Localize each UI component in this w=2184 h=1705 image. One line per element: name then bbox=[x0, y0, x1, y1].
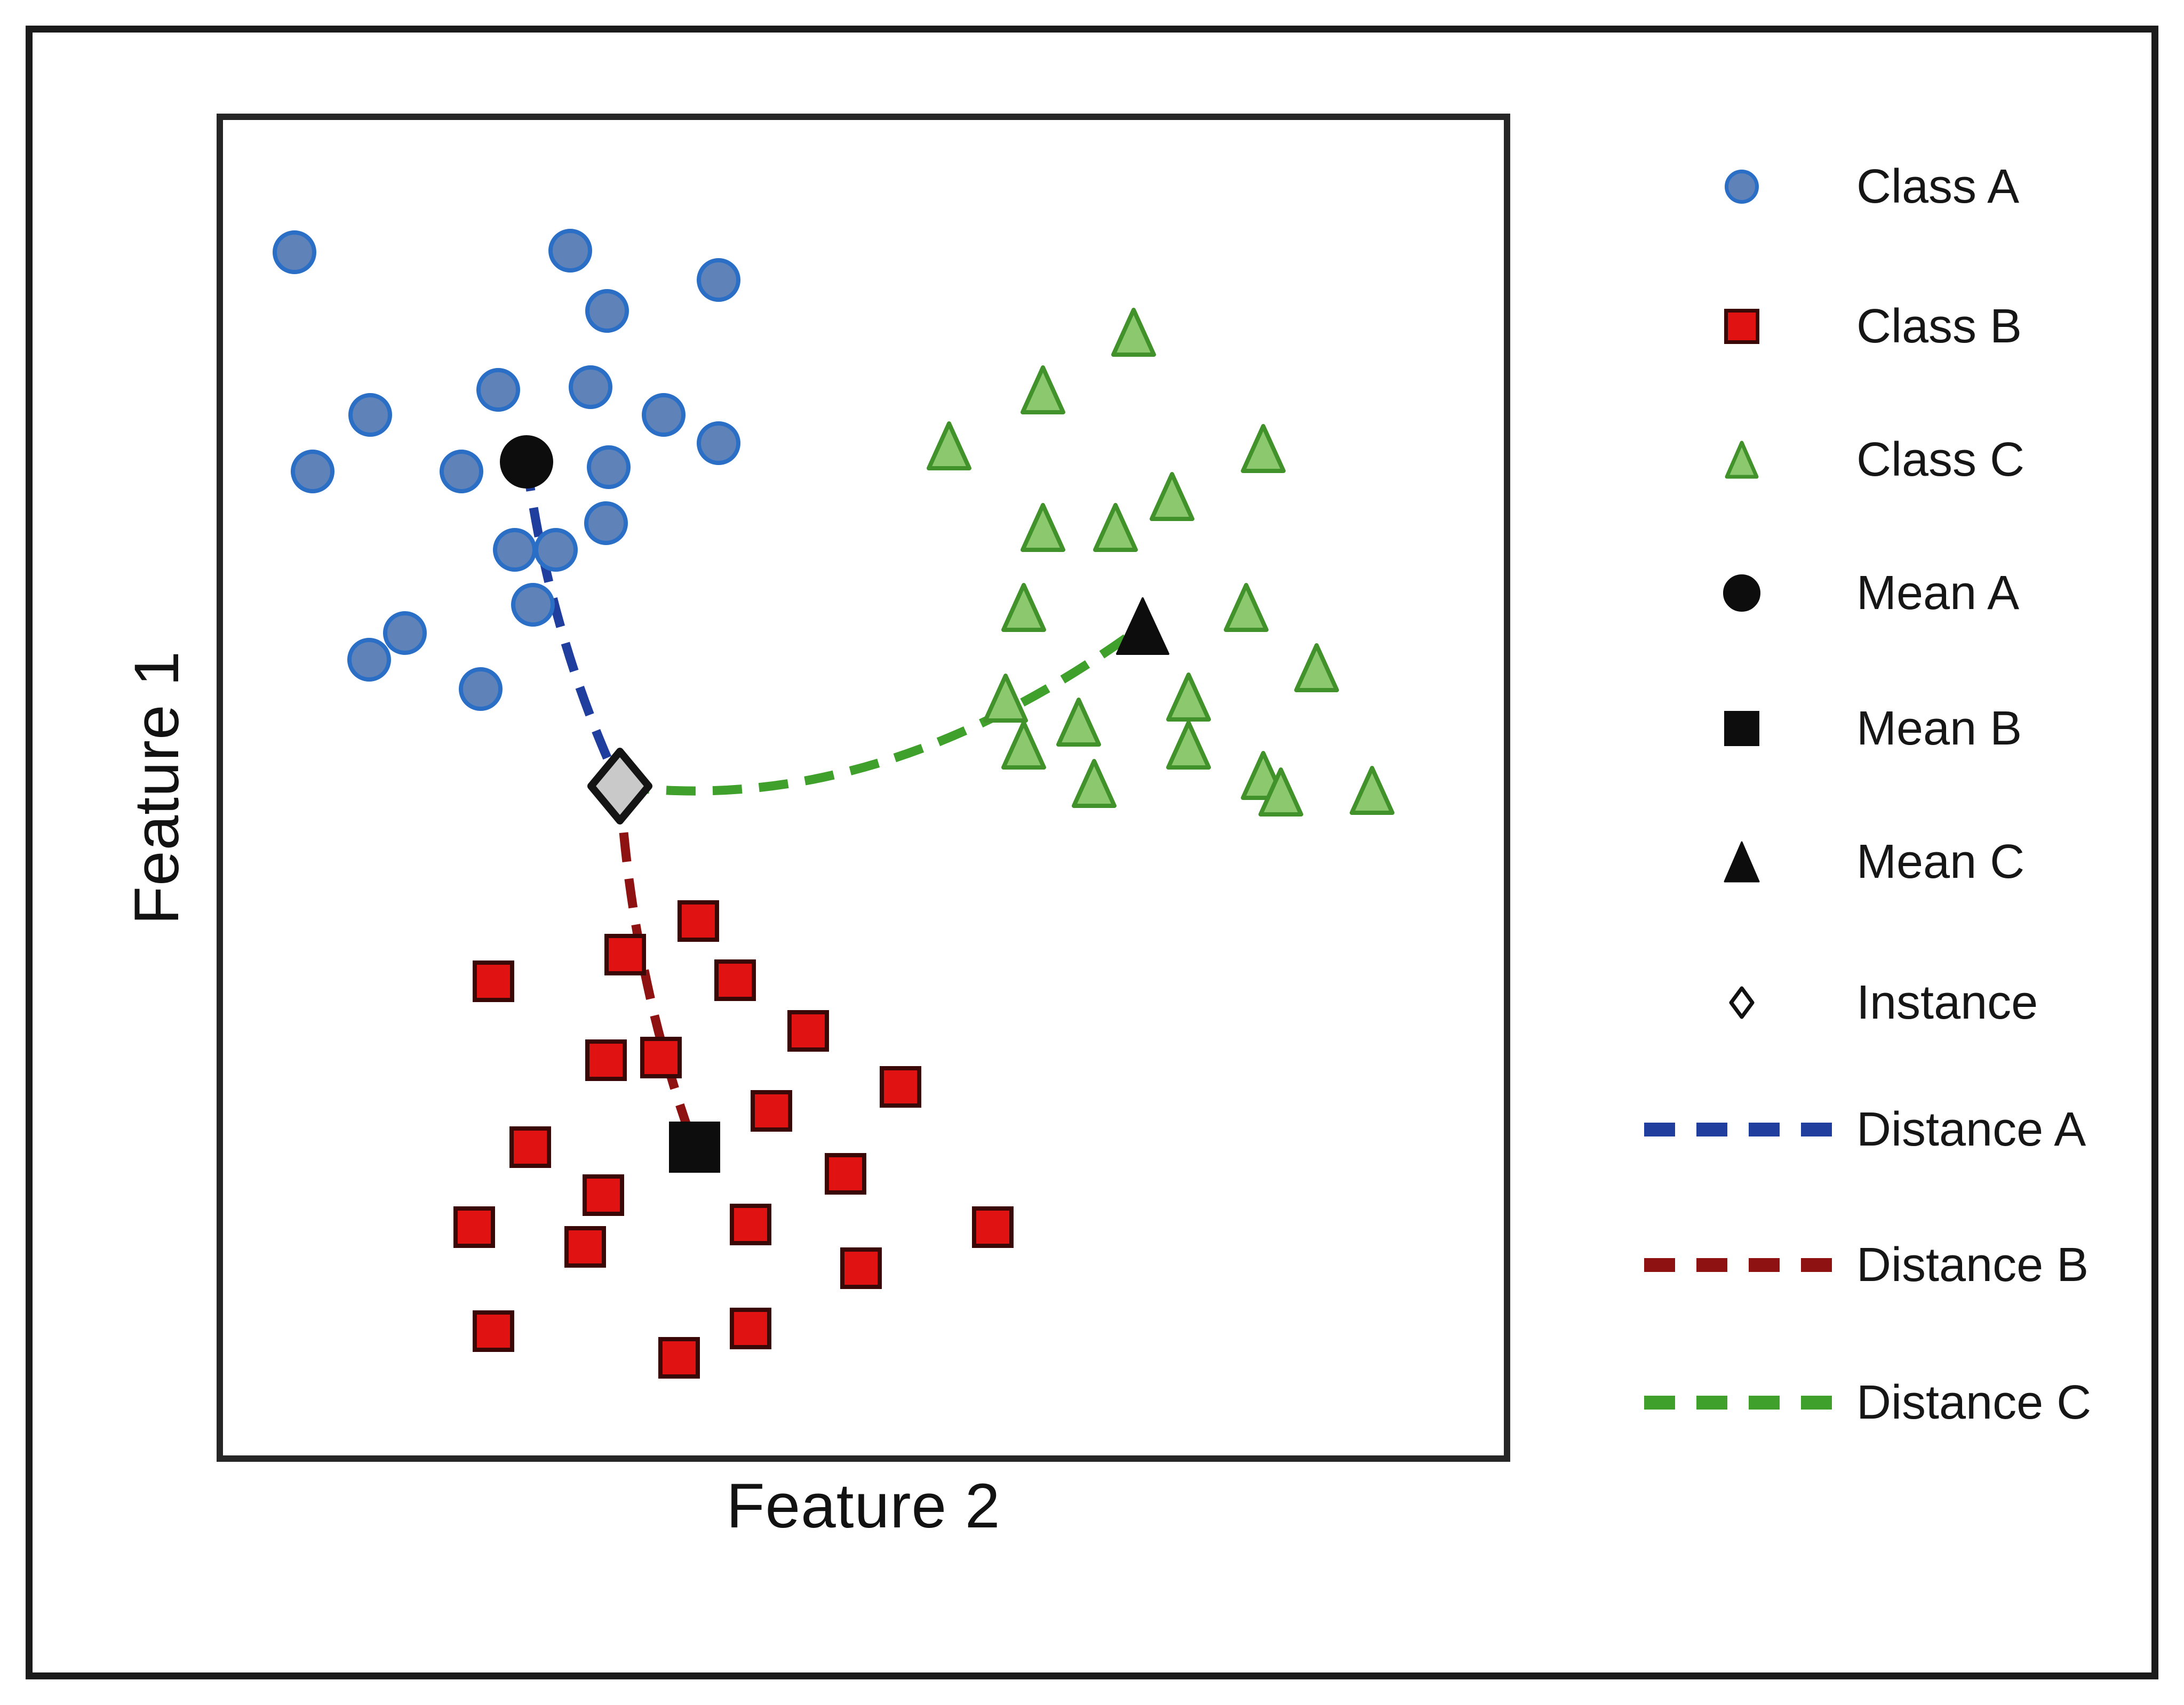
class-b-point bbox=[972, 1206, 1014, 1248]
class-b-point bbox=[640, 1036, 682, 1078]
class-a-point bbox=[273, 230, 317, 274]
class-c-point bbox=[1001, 720, 1046, 770]
mean-b-marker bbox=[668, 1121, 720, 1173]
legend-marker-class-a-icon bbox=[1641, 149, 1842, 224]
class-b-point bbox=[840, 1247, 882, 1290]
legend-marker-distance-b-icon bbox=[1641, 1228, 1842, 1302]
legend-label-distance-c: Distance C bbox=[1856, 1375, 2092, 1429]
class-a-point bbox=[586, 445, 631, 490]
class-c-point bbox=[983, 674, 1028, 723]
x-axis-label: Feature 2 bbox=[726, 1471, 1001, 1541]
mean-a-marker bbox=[500, 435, 554, 489]
class-b-point bbox=[453, 1206, 495, 1248]
legend-item-distance-b: Distance B bbox=[1641, 1228, 2169, 1302]
class-b-point bbox=[677, 900, 719, 942]
legend-marker-class-b-icon bbox=[1641, 289, 1842, 364]
class-b-point bbox=[585, 1039, 627, 1081]
class-a-point bbox=[641, 393, 686, 437]
class-a-point bbox=[697, 258, 741, 302]
legend-marker-distance-a-icon bbox=[1641, 1092, 1842, 1167]
class-b-point bbox=[509, 1126, 552, 1168]
legend-label-instance: Instance bbox=[1856, 975, 2038, 1029]
class-c-point bbox=[1056, 698, 1101, 747]
class-c-point bbox=[927, 421, 972, 470]
class-b-point bbox=[604, 934, 646, 975]
class-c-point bbox=[1224, 582, 1269, 632]
legend-marker-mean-b-icon bbox=[1641, 691, 1842, 766]
legend-label-distance-b: Distance B bbox=[1856, 1238, 2089, 1292]
y-axis-label: Feature 1 bbox=[122, 650, 192, 925]
class-c-point bbox=[1020, 365, 1065, 414]
class-a-point bbox=[493, 528, 537, 572]
class-a-point bbox=[511, 582, 555, 627]
class-b-point bbox=[787, 1010, 830, 1052]
class-b-point bbox=[880, 1066, 922, 1108]
legend-item-class-c: Class C bbox=[1641, 422, 2169, 497]
class-a-point bbox=[534, 528, 578, 572]
class-c-point bbox=[1071, 759, 1117, 809]
legend-item-mean-a: Mean A bbox=[1641, 556, 2169, 630]
legend-item-class-a: Class A bbox=[1641, 149, 2169, 224]
legend-marker-instance-icon bbox=[1641, 965, 1842, 1040]
class-b-point bbox=[658, 1337, 700, 1379]
legend-label-class-c: Class C bbox=[1856, 433, 2025, 486]
scatter-layer bbox=[223, 120, 1504, 1455]
class-a-point bbox=[382, 611, 427, 655]
legend-item-distance-c: Distance C bbox=[1641, 1365, 2169, 1440]
legend-marker-mean-c-icon bbox=[1641, 825, 1842, 899]
legend-label-mean-c: Mean C bbox=[1856, 835, 2025, 888]
class-a-point bbox=[697, 421, 741, 465]
legend-marker-mean-a-icon bbox=[1641, 556, 1842, 630]
legend-label-mean-a: Mean A bbox=[1856, 566, 2020, 620]
class-c-point bbox=[1111, 308, 1157, 357]
legend-label-class-b: Class B bbox=[1856, 299, 2022, 353]
class-b-point bbox=[472, 1310, 514, 1352]
legend-label-class-a: Class A bbox=[1856, 159, 2020, 213]
class-b-point bbox=[730, 1308, 772, 1350]
class-c-point bbox=[1150, 472, 1195, 522]
class-a-point bbox=[348, 393, 393, 437]
class-b-point bbox=[564, 1226, 607, 1268]
class-c-point bbox=[1166, 672, 1211, 722]
class-a-point bbox=[476, 367, 521, 412]
legend-label-mean-b: Mean B bbox=[1856, 701, 2022, 755]
class-a-point bbox=[291, 449, 335, 493]
class-a-point bbox=[584, 501, 628, 546]
distance-c-line bbox=[619, 622, 1145, 796]
class-b-point bbox=[750, 1090, 792, 1132]
class-c-point bbox=[1093, 502, 1138, 552]
legend-marker-class-c-icon bbox=[1641, 422, 1842, 497]
class-c-point bbox=[1166, 720, 1211, 770]
mean-c-marker bbox=[1115, 597, 1169, 655]
legend-marker-distance-c-icon bbox=[1641, 1365, 1842, 1440]
class-a-point bbox=[585, 289, 629, 333]
class-c-point bbox=[1240, 423, 1286, 473]
class-b-point bbox=[714, 959, 756, 1001]
class-c-point bbox=[1294, 643, 1340, 692]
class-b-point bbox=[824, 1152, 866, 1195]
legend-item-instance: Instance bbox=[1641, 965, 2169, 1040]
class-a-point bbox=[548, 229, 592, 273]
class-b-point bbox=[472, 960, 514, 1003]
class-a-point bbox=[347, 637, 391, 682]
class-c-point bbox=[1020, 502, 1065, 552]
legend-item-class-b: Class B bbox=[1641, 289, 2169, 364]
class-b-point bbox=[730, 1203, 772, 1245]
legend-item-distance-a: Distance A bbox=[1641, 1092, 2169, 1167]
instance-marker bbox=[587, 748, 653, 825]
legend-item-mean-b: Mean B bbox=[1641, 691, 2169, 766]
legend: Class A Class B Class C Mean A Mean B Mean C I… bbox=[1641, 0, 2169, 1705]
class-c-point bbox=[1001, 582, 1046, 632]
class-c-point bbox=[1349, 766, 1394, 815]
figure-border bbox=[26, 26, 2158, 1679]
legend-item-mean-c: Mean C bbox=[1641, 825, 2169, 899]
class-c-point bbox=[1258, 767, 1304, 817]
class-a-point bbox=[458, 667, 503, 711]
class-b-point bbox=[583, 1174, 625, 1216]
legend-label-distance-a: Distance A bbox=[1856, 1102, 2086, 1156]
plot-area bbox=[217, 114, 1510, 1462]
distance-a-line bbox=[522, 461, 625, 789]
class-a-point bbox=[439, 449, 483, 493]
class-a-point bbox=[569, 365, 613, 409]
